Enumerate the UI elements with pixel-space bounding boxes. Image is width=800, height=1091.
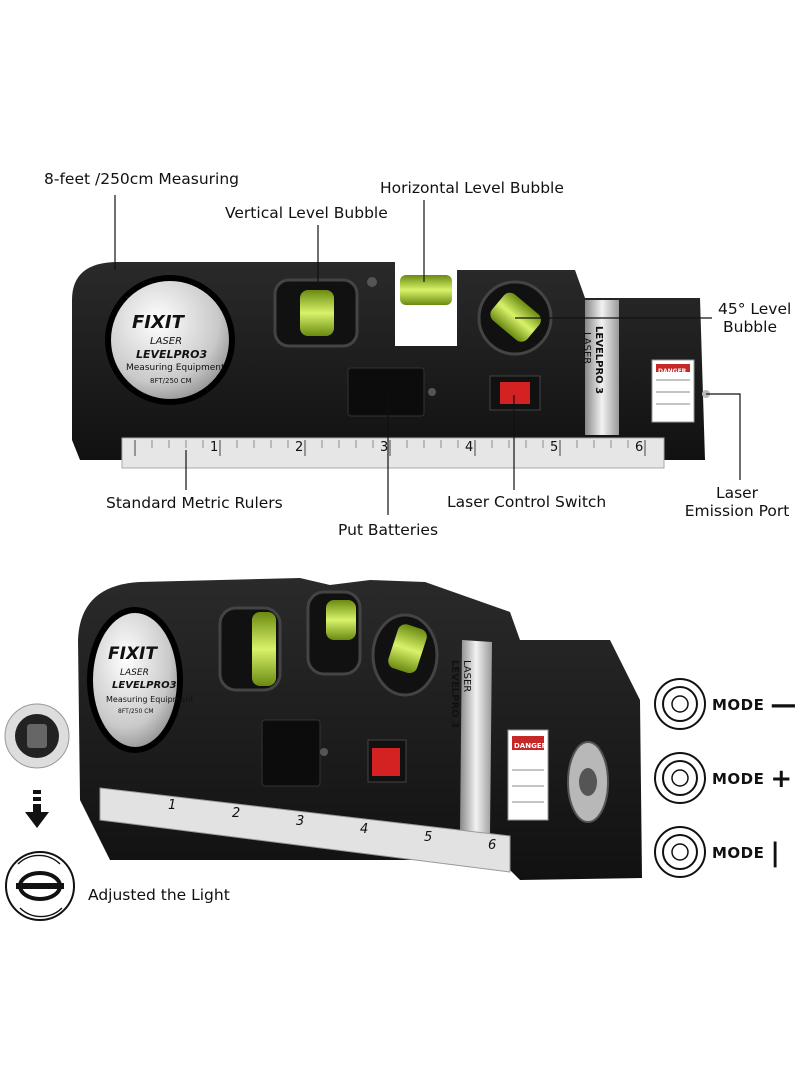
label-45-bubble-2: Bubble xyxy=(723,318,777,336)
mode-row-3: MODE | xyxy=(708,840,780,866)
top-side-label-2: LEVELPRO 3 xyxy=(593,326,604,395)
label-measuring: 8-feet /250cm Measuring xyxy=(44,170,239,188)
label-45-bubble-1: 45° Level xyxy=(718,300,792,318)
top-battery-cover xyxy=(347,367,425,417)
mode-text: MODE xyxy=(712,770,765,788)
mode-icon-1 xyxy=(654,678,706,730)
top-dial xyxy=(105,275,235,405)
label-rulers: Standard Metric Rulers xyxy=(106,494,283,512)
arrow-down-icon xyxy=(25,790,49,828)
bottom-size: 8FT/250 CM xyxy=(118,708,154,715)
top-brand: FIXIT xyxy=(132,312,184,333)
top-sub: Measuring Equipment xyxy=(126,363,225,373)
bottom-sub: Measuring Equipment xyxy=(106,695,194,704)
mode-symbol-line: | xyxy=(770,838,780,868)
bottom-device xyxy=(78,578,642,880)
mode-row-2: MODE + xyxy=(708,766,792,792)
bottom-brand: FIXIT xyxy=(108,644,157,664)
top-ruler-number: 3 xyxy=(380,440,389,455)
top-size: 8FT/250 CM xyxy=(150,377,192,385)
bottom-dial xyxy=(87,607,183,753)
top-device xyxy=(72,195,741,515)
bottom-laser-word: LASER xyxy=(120,668,149,678)
label-port-2: Emission Port xyxy=(684,502,790,520)
bottom-ruler-number: 2 xyxy=(232,806,241,821)
label-batteries: Put Batteries xyxy=(338,521,439,539)
label-vertical-bubble: Vertical Level Bubble xyxy=(225,204,388,222)
mode-text: MODE xyxy=(712,696,765,714)
bottom-ruler-number: 6 xyxy=(488,838,497,853)
mode-symbol-minus: — xyxy=(770,690,797,720)
label-switch: Laser Control Switch xyxy=(447,493,607,511)
bottom-ruler-number: 4 xyxy=(360,822,369,837)
top-ruler-number: 1 xyxy=(210,440,219,455)
bottom-side-label-2: LEVELPRO 3 xyxy=(449,660,460,729)
top-ruler-number: 6 xyxy=(635,440,644,455)
top-ruler-number: 2 xyxy=(295,440,304,455)
mode-row-1: MODE — xyxy=(708,692,796,718)
top-ruler-number: 4 xyxy=(465,440,474,455)
top-ruler xyxy=(121,437,665,469)
bottom-danger: DANGER xyxy=(514,742,548,750)
bottom-ruler-number: 1 xyxy=(168,798,177,813)
top-laser-word: LASER xyxy=(150,336,183,347)
top-ruler-number: 5 xyxy=(550,440,559,455)
mode-icon-2 xyxy=(654,752,706,804)
bottom-ruler xyxy=(99,787,511,873)
bottom-model: LEVELPRO3 xyxy=(112,680,177,691)
top-horizontal-bubble xyxy=(400,275,452,305)
mode-text: MODE xyxy=(712,844,765,862)
mode-icon-3 xyxy=(654,826,706,878)
label-horizontal-bubble: Horizontal Level Bubble xyxy=(380,179,564,197)
label-port-1: Laser xyxy=(715,484,759,502)
top-laser-switch xyxy=(500,382,530,404)
mode-symbol-plus: + xyxy=(770,764,793,794)
knob-detail xyxy=(4,703,70,769)
bottom-ruler-number: 3 xyxy=(296,814,305,829)
top-danger: DANGER xyxy=(658,368,687,375)
top-model: LEVELPRO3 xyxy=(136,348,208,361)
adjust-light-icon xyxy=(5,851,75,921)
bottom-laser-switch xyxy=(372,748,400,776)
label-adjusted-light: Adjusted the Light xyxy=(88,886,230,904)
bottom-ruler-number: 5 xyxy=(424,830,433,845)
